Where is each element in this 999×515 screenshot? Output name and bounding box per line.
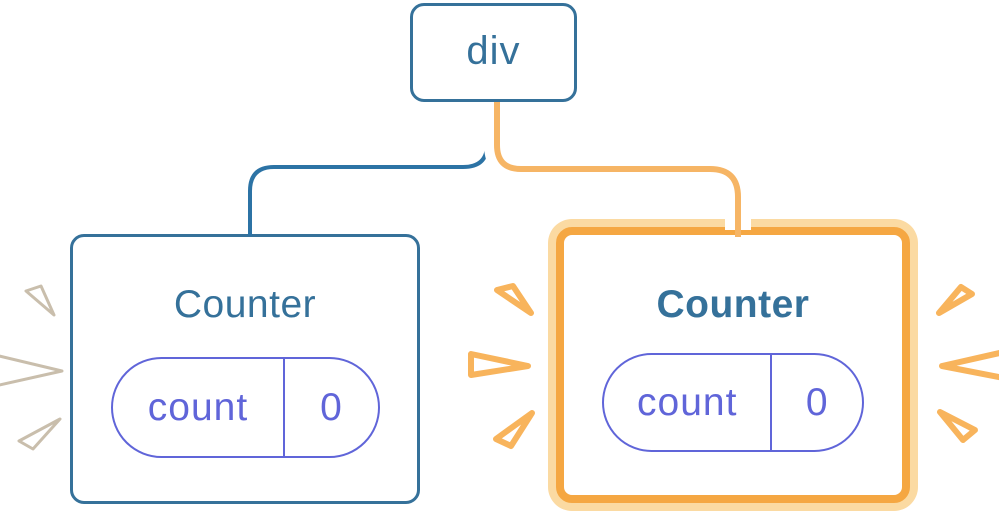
orange-sparkle-left-top-icon xyxy=(494,283,534,316)
orange-edge xyxy=(494,102,741,237)
orange-sparkle-left-middle-icon xyxy=(468,351,531,378)
counter-title-left: Counter xyxy=(173,283,317,326)
root-node-div: div xyxy=(410,3,577,102)
blue-edge-casing xyxy=(240,102,497,230)
white-sparkle-top-icon xyxy=(24,284,56,317)
orange-sparkle-right-top-icon xyxy=(936,284,975,316)
orange-sparkle-right-middle-icon xyxy=(939,350,999,381)
orange-edge-casing xyxy=(484,102,751,230)
state-name-right: count xyxy=(637,380,738,424)
counter-title-right: Counter xyxy=(656,283,810,326)
state-pill-left: count 0 xyxy=(110,357,380,458)
state-value-left: 0 xyxy=(283,359,377,456)
blue-edge xyxy=(248,102,489,236)
root-node-label: div xyxy=(466,28,521,73)
counter-node-left: Counter count 0 xyxy=(70,234,420,504)
white-sparkle-bottom-icon xyxy=(17,417,62,451)
orange-sparkle-left-bottom-icon xyxy=(493,410,535,449)
orange-sparkle-right-bottom-icon xyxy=(937,409,978,443)
state-value-right: 0 xyxy=(770,355,862,450)
white-sparkle-middle-icon xyxy=(0,354,64,387)
counter-node-right-highlighted: Counter count 0 xyxy=(556,227,910,503)
state-name-left: count xyxy=(147,385,249,429)
state-pill-right: count 0 xyxy=(602,353,864,452)
